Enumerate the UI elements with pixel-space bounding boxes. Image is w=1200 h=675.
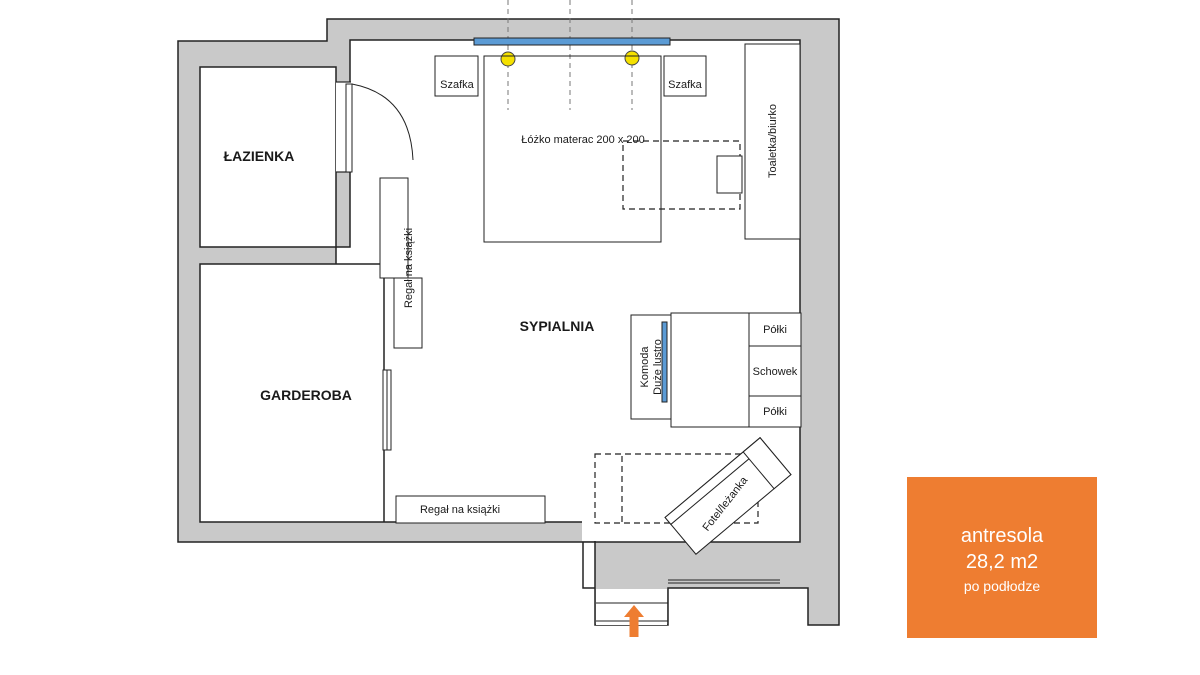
ceiling-light-icon bbox=[500, 51, 516, 67]
bathroom-floor bbox=[201, 68, 335, 246]
storage-label: Schowek bbox=[753, 366, 798, 378]
area-note: po podłodze bbox=[963, 577, 1041, 594]
cabinet-right bbox=[663, 55, 707, 97]
bookshelf-horizontal-label: Regał na książki bbox=[420, 504, 500, 516]
shelves-bottom-label: Półki bbox=[763, 406, 787, 418]
entry-arrow-icon bbox=[624, 605, 644, 637]
wardrobe-unit bbox=[670, 312, 750, 428]
window bbox=[473, 37, 671, 46]
room-label-wardrobe: GARDEROBA bbox=[260, 387, 352, 403]
shelves-top bbox=[748, 312, 802, 347]
dresser-label: Komoda bbox=[639, 346, 651, 388]
area-info-box: antresola 28,2 m2 po podłodze bbox=[907, 477, 1097, 638]
area-value: 28,2 m2 bbox=[965, 550, 1039, 573]
wardrobe-sliding-door bbox=[382, 369, 388, 451]
cabinet-left bbox=[434, 55, 479, 97]
bookshelf-horizontal bbox=[395, 495, 546, 524]
ceiling-light-icon bbox=[624, 50, 640, 66]
cabinet-right-label: Szafka bbox=[668, 79, 703, 91]
level-name: antresola bbox=[960, 524, 1044, 547]
floor-plan: Fotel/leżanka ŁAZIENKA GARDEROBA SYPIALN… bbox=[177, 0, 840, 637]
door-leaf bbox=[345, 83, 353, 173]
storage bbox=[748, 345, 802, 397]
big-mirror-label: Duże lustro bbox=[652, 339, 664, 395]
shelves-bottom bbox=[748, 395, 802, 428]
desk-chair bbox=[716, 155, 743, 194]
wardrobe-sliding-door-2 bbox=[386, 369, 392, 451]
room-label-bathroom: ŁAZIENKA bbox=[224, 148, 295, 164]
big-mirror bbox=[661, 321, 668, 403]
wardrobe-floor bbox=[201, 265, 383, 521]
door-swing-arc bbox=[351, 83, 414, 161]
bed-label: Łóżko materac 200 x 200 bbox=[521, 134, 645, 146]
vanity-desk bbox=[744, 43, 801, 240]
cabinet-left-label: Szafka bbox=[440, 79, 475, 91]
bookshelf-vertical-label: Regał na książki bbox=[403, 228, 415, 308]
bookshelf-vertical-lower bbox=[393, 277, 423, 349]
corridor-floor bbox=[669, 589, 807, 625]
shelves-top-label: Półki bbox=[763, 324, 787, 336]
vanity-desk-label: Toaletka/biurko bbox=[767, 104, 779, 178]
bed bbox=[483, 55, 662, 243]
room-label-bedroom: SYPIALNIA bbox=[520, 318, 595, 334]
